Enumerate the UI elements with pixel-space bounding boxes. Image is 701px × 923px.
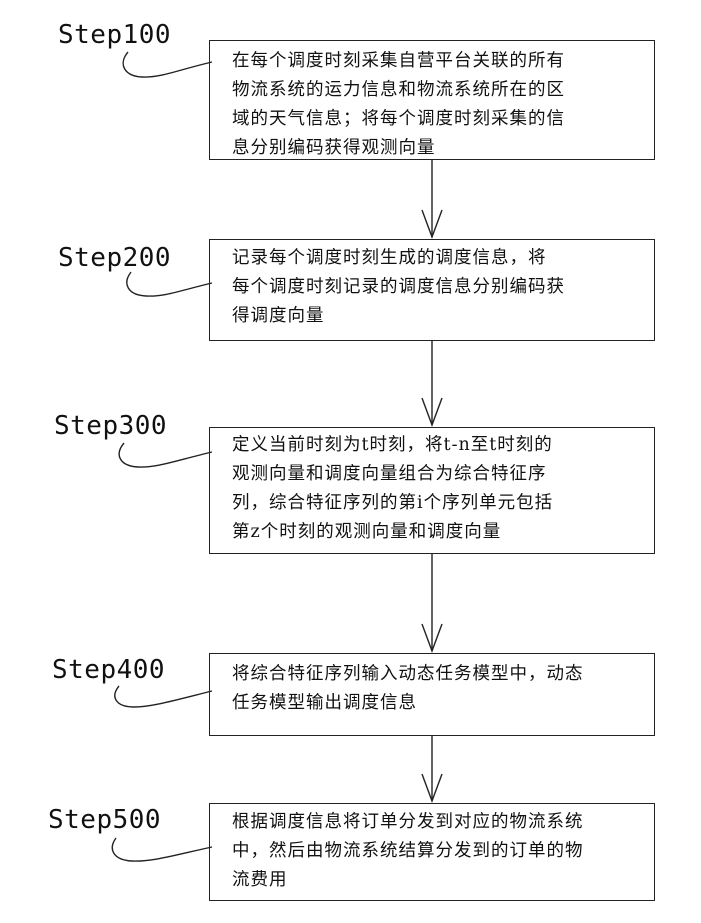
arrow-4 xyxy=(422,736,442,801)
leader-line-400 xyxy=(115,686,212,707)
arrow-3 xyxy=(422,554,442,651)
leader-line-200 xyxy=(127,272,212,296)
arrow-2 xyxy=(422,341,442,425)
leader-line-500 xyxy=(112,838,212,861)
arrow-1 xyxy=(422,160,442,237)
leader-line-300 xyxy=(119,443,212,467)
leader-line-100 xyxy=(123,52,212,77)
